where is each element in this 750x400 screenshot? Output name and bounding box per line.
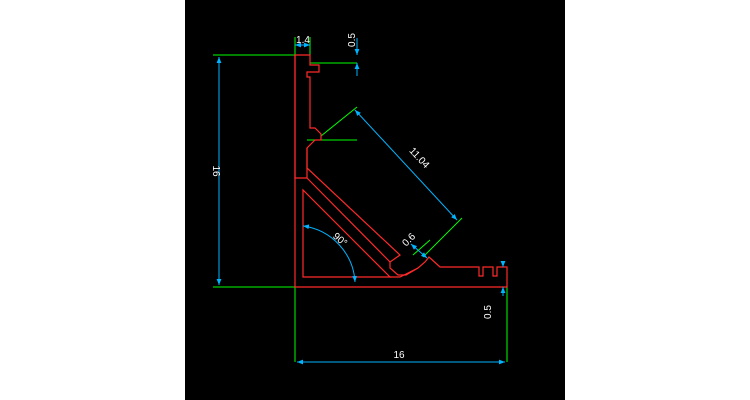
dim-text-width: 16	[393, 350, 405, 361]
cad-drawing-canvas: 1.4 0.5 16 11.04 0.6 90° 0.5 16	[185, 0, 565, 400]
extension-lines	[213, 37, 508, 362]
profile-corner-detail	[390, 267, 419, 278]
ext-diagonal-a	[320, 106, 358, 137]
profile-outline	[294, 54, 508, 288]
dim-text-diagonal: 11.04	[407, 146, 432, 172]
dim-line-diagonal	[354, 109, 458, 221]
dimension-labels: 1.4 0.5 16 11.04 0.6 90° 0.5 16	[210, 33, 494, 361]
profile-diagonal-outer	[306, 177, 391, 263]
profile-top-stem	[294, 54, 322, 179]
dim-text-height: 16	[210, 165, 221, 177]
ext-diagonal-b	[422, 217, 463, 258]
dim-line-wall	[410, 243, 428, 259]
profile-main-body	[294, 55, 508, 288]
dim-text-bottom-lip: 0.5	[483, 305, 494, 319]
corner-profile-drawing: 1.4 0.5 16 11.04 0.6 90° 0.5 16	[210, 33, 508, 365]
dim-arc-angle	[302, 224, 358, 283]
dim-text-wall: 0.6	[400, 231, 418, 249]
dim-text-top-width: 1.4	[296, 35, 310, 46]
dimension-lines	[216, 38, 506, 365]
dim-text-top-lip: 0.5	[347, 33, 358, 47]
